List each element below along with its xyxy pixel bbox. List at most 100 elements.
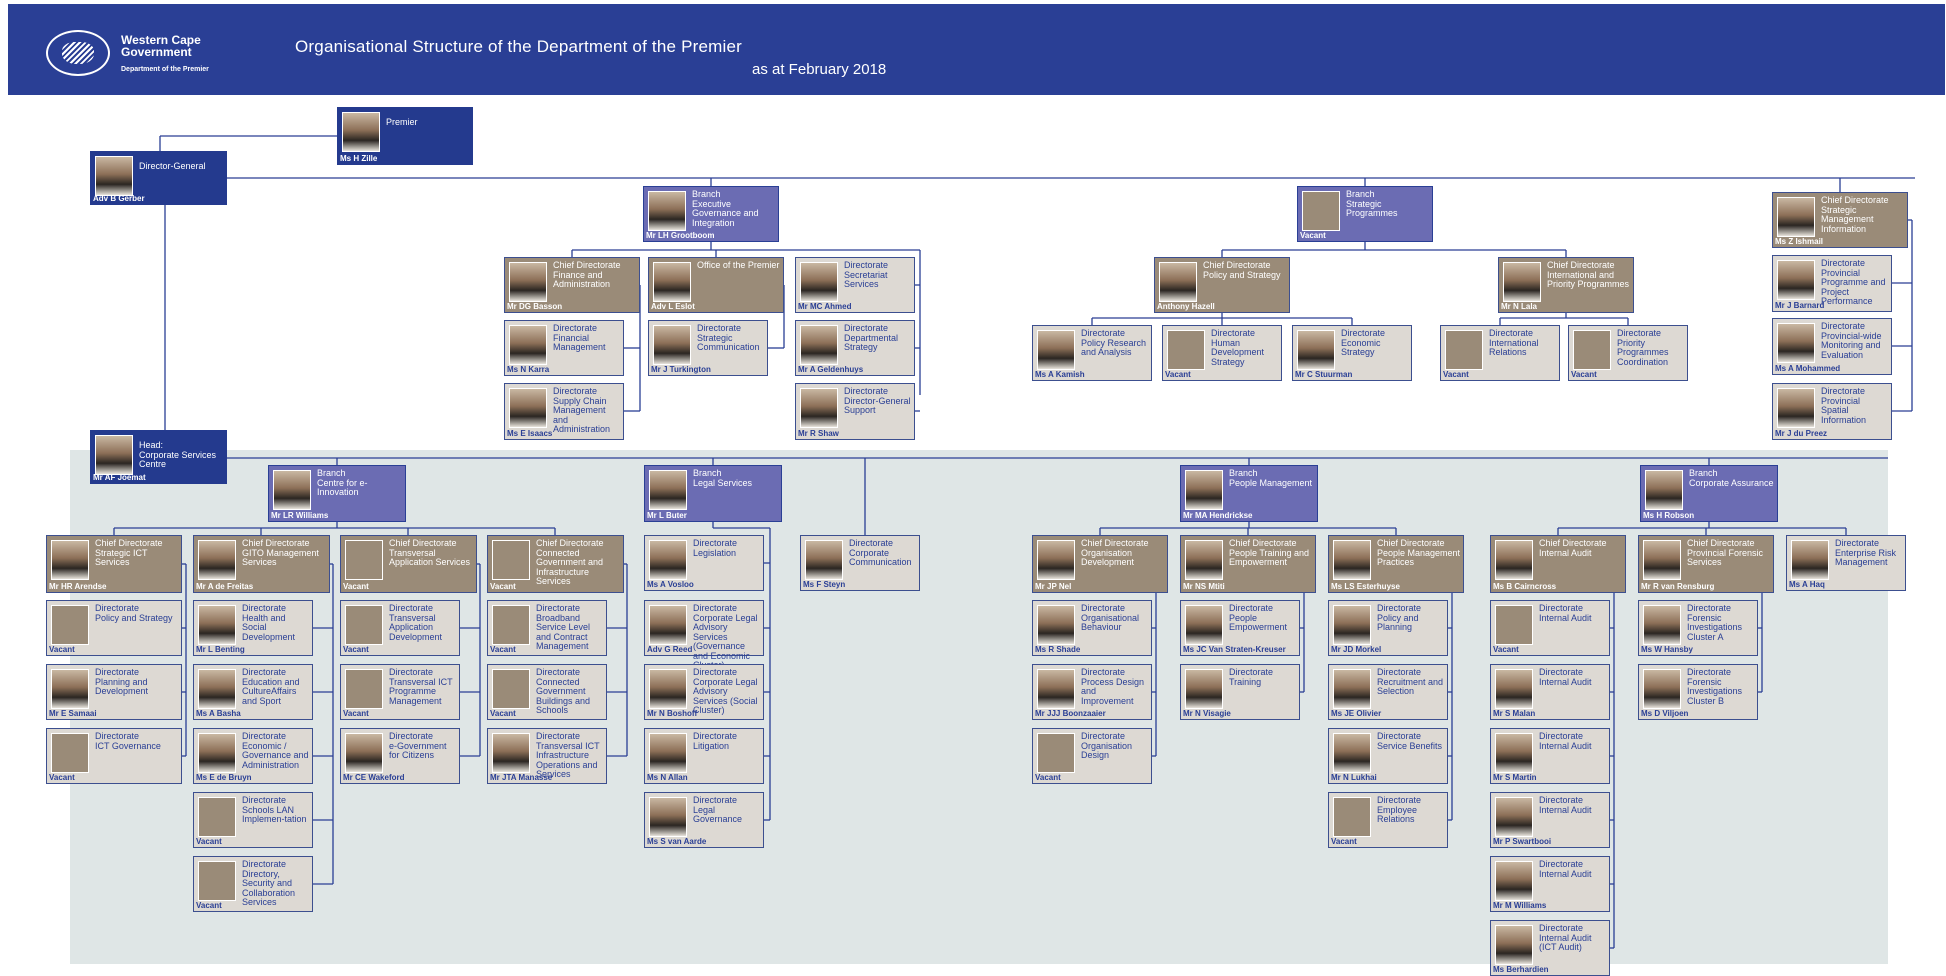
org-node-5: Chief Directorate Finance and Administra… xyxy=(504,257,640,313)
vacant-photo-placeholder xyxy=(1573,330,1611,370)
vacant-photo-placeholder xyxy=(198,861,236,901)
node-label: Directorate International Relations xyxy=(1489,328,1539,357)
portrait-photo xyxy=(1777,260,1815,300)
node-name: Vacant xyxy=(343,645,369,654)
node-name: Vacant xyxy=(1165,370,1191,379)
portrait-photo xyxy=(653,325,691,365)
org-node-54: Chief Directorate People Management Prac… xyxy=(1328,535,1464,593)
node-name: Mr JP Nel xyxy=(1035,582,1072,591)
vacant-photo-placeholder xyxy=(345,669,383,709)
portrait-photo xyxy=(648,191,686,231)
node-name: Mr J du Preez xyxy=(1775,429,1828,438)
node-name: Adv L Eslot xyxy=(651,302,695,311)
node-name: Mr P Swartbooi xyxy=(1493,837,1552,846)
portrait-photo xyxy=(1297,330,1335,370)
org-node-73: Directorate Forensic Investigations Clus… xyxy=(1638,600,1758,656)
node-label: Directorate Provincial Spatial Informati… xyxy=(1821,386,1867,425)
node-name: Mr L Buter xyxy=(647,511,687,520)
org-node-59: Directorate Training Mr N Visagie xyxy=(1180,664,1300,720)
portrait-photo xyxy=(1333,669,1371,709)
node-label: Directorate Training xyxy=(1229,667,1274,687)
node-label: Directorate Forensic Investigations Clus… xyxy=(1687,603,1743,642)
portrait-photo xyxy=(273,470,311,510)
node-name: Mr LH Grootboom xyxy=(646,231,715,240)
portrait-photo xyxy=(509,325,547,365)
node-label: Chief Directorate Strategic Management I… xyxy=(1821,195,1889,234)
node-label: Chief Directorate Strategic ICT Services xyxy=(95,538,163,567)
node-label: Directorate Internal Audit xyxy=(1539,859,1592,879)
org-node-14: Chief Directorate International and Prio… xyxy=(1498,257,1634,313)
portrait-photo xyxy=(51,540,89,580)
org-node-74: Directorate Forensic Investigations Clus… xyxy=(1638,664,1758,720)
node-name: Vacant xyxy=(1300,231,1326,240)
node-label: Office of the Premier xyxy=(697,260,780,270)
portrait-photo xyxy=(1777,388,1815,428)
vacant-photo-placeholder xyxy=(1302,191,1340,231)
node-name: Ms W Hansby xyxy=(1641,645,1694,654)
node-label: Directorate Forensic Investigations Clus… xyxy=(1687,667,1743,706)
node-label: Directorate People Empowerment xyxy=(1229,603,1288,632)
vacant-photo-placeholder xyxy=(492,669,530,709)
node-label: Directorate Corporate Legal Advisory Ser… xyxy=(693,667,758,715)
node-name: Vacant xyxy=(490,645,516,654)
node-name: Mr R van Rensburg xyxy=(1641,582,1715,591)
node-name: Mr JJJ Boonzaaier xyxy=(1035,709,1106,718)
node-label: Chief Directorate Policy and Strategy xyxy=(1203,260,1281,280)
org-node-72: Directorate Internal Audit (ICT Audit)Ms… xyxy=(1490,920,1610,976)
node-name: Ms H Zille xyxy=(340,154,378,163)
portrait-photo xyxy=(1503,262,1541,302)
portrait-photo xyxy=(1495,797,1533,837)
portrait-photo xyxy=(1037,540,1075,580)
portrait-photo xyxy=(345,733,383,773)
node-name: Mr DG Basson xyxy=(507,302,563,311)
node-name: Vacant xyxy=(1493,645,1519,654)
node-label: Director-General xyxy=(139,161,206,171)
org-node-65: Chief Directorate Provincial Forensic Se… xyxy=(1638,535,1774,593)
node-name: Ms N Karra xyxy=(507,365,550,374)
node-name: Mr N Lala xyxy=(1501,302,1538,311)
node-label: Directorate Policy and Strategy xyxy=(95,603,173,623)
node-name: Ms JE Olivier xyxy=(1331,709,1382,718)
node-name: Mr JTA Manasse xyxy=(490,773,553,782)
portrait-photo xyxy=(198,540,236,580)
portrait-photo xyxy=(649,470,687,510)
node-label: Chief Directorate People Management Prac… xyxy=(1377,538,1461,567)
node-name: Mr N Visagie xyxy=(1183,709,1231,718)
node-name: Ms A Basha xyxy=(196,709,241,718)
node-name: Ms A Kamish xyxy=(1035,370,1085,379)
portrait-photo xyxy=(1495,733,1533,773)
vacant-photo-placeholder xyxy=(492,540,530,580)
org-node-2: Branch Executive Governance and Integrat… xyxy=(643,186,779,242)
node-name: Mr N Lukhai xyxy=(1331,773,1377,782)
node-label: Directorate Director-General Support xyxy=(844,386,911,415)
org-node-31: Chief Directorate Connected Government a… xyxy=(487,535,624,593)
node-name: Ms E Isaacs xyxy=(507,429,553,438)
node-name: Ms A Mohammed xyxy=(1775,364,1841,373)
node-label: Chief Directorate People Training and Em… xyxy=(1229,538,1310,567)
vacant-photo-placeholder xyxy=(1167,330,1205,370)
vacant-photo-placeholder xyxy=(345,605,383,645)
node-name: Vacant xyxy=(1331,837,1357,846)
node-name: Ms B Cairncross xyxy=(1493,582,1557,591)
node-name: Ms F Steyn xyxy=(803,580,846,589)
node-label: Branch Legal Services xyxy=(693,468,753,488)
portrait-photo xyxy=(1643,540,1681,580)
org-node-48: Directorate Corporate Legal Advisory Ser… xyxy=(644,664,764,720)
